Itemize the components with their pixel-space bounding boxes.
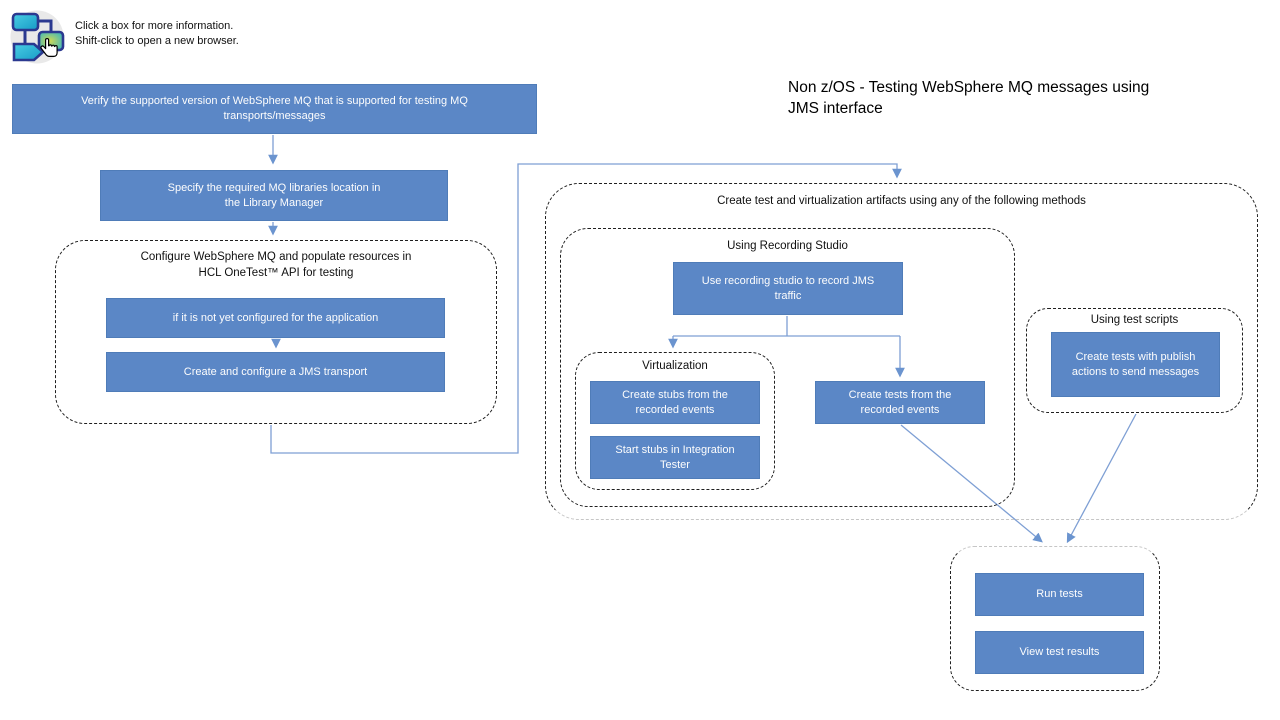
flowchart-click-icon [7,6,67,66]
group-using-test-scripts-label: Using test scripts [1090,314,1179,326]
node-view-test-results[interactable]: View test results [975,631,1144,674]
node-create-tests-from-recorded[interactable]: Create tests from the recorded events [815,381,985,424]
group-using-recording-studio [560,228,1015,507]
node-create-jms-transport[interactable]: Create and configure a JMS transport [106,352,445,392]
node-label: Run tests [1036,588,1083,600]
group-using-recording-studio-label: Using Recording Studio [727,240,848,252]
node-label: Create tests with publish actions to sen… [1071,350,1200,378]
node-create-stubs[interactable]: Create stubs from the recorded events [590,381,760,424]
node-label: Specify the required MQ libraries locati… [167,181,381,209]
node-label: Verify the supported version of WebSpher… [81,95,468,122]
node-label: Use recording studio to record JMS traff… [701,274,875,302]
node-label: View test results [1019,646,1100,658]
node-verify-supported-version[interactable]: Verify the supported version of WebSpher… [12,84,537,134]
node-create-tests-publish-actions[interactable]: Create tests with publish actions to sen… [1051,332,1220,397]
node-start-stubs[interactable]: Start stubs in Integration Tester [590,436,760,479]
instructions-text: Click a box for more information. Shift-… [75,20,239,47]
node-use-recording-studio[interactable]: Use recording studio to record JMS traff… [673,262,903,315]
group-run-tests [950,546,1160,691]
group-create-artifacts [545,183,1258,520]
page-title: Non z/OS - Testing WebSphere MQ messages… [788,79,1150,117]
node-run-tests[interactable]: Run tests [975,573,1144,616]
node-label: Create and configure a JMS transport [183,365,368,378]
node-if-not-configured[interactable]: if it is not yet configured for the appl… [106,298,445,338]
node-label: Start stubs in Integration Tester [615,443,735,471]
node-label: if it is not yet configured for the appl… [172,311,379,324]
group-virtualization [575,352,775,490]
group-configure-websphere-mq [55,240,497,424]
node-label: Create stubs from the recorded events [622,388,728,416]
node-label: Create tests from the recorded events [848,388,952,416]
group-configure-label: Configure WebSphere MQ and populate reso… [140,251,412,279]
group-virtualization-label: Virtualization [642,360,708,372]
node-specify-mq-libraries[interactable]: Specify the required MQ libraries locati… [100,170,448,221]
group-create-artifacts-label: Create test and virtualization artifacts… [717,195,1086,207]
group-using-test-scripts [1026,308,1243,413]
